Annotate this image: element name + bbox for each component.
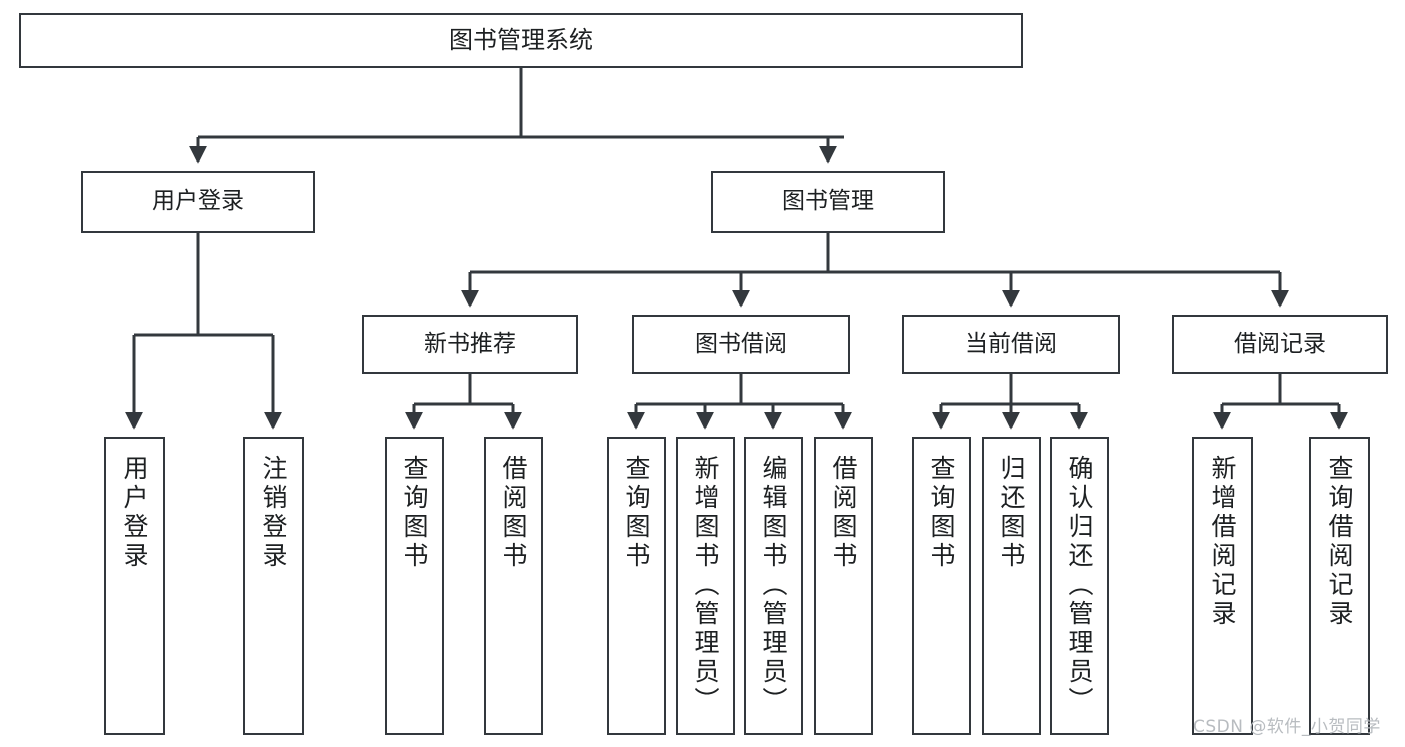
node-leaf-borrow-book-new[interactable]: 借阅图书 (484, 437, 543, 735)
node-leaf-user-login[interactable]: 用户登录 (104, 437, 165, 735)
node-leaf-edit-book-admin[interactable]: 编辑图书（管理员） (744, 437, 803, 735)
node-user-login[interactable]: 用户登录 (81, 171, 315, 233)
node-new-book-recommend[interactable]: 新书推荐 (362, 315, 578, 374)
node-borrow-record-label: 借阅记录 (1234, 330, 1326, 357)
node-leaf-user-login-label: 用户登录 (120, 455, 149, 571)
node-leaf-return-book-label: 归还图书 (997, 455, 1026, 571)
node-root-system[interactable]: 图书管理系统 (19, 13, 1023, 68)
csdn-watermark: CSDN @软件_小贺同学 (1193, 717, 1381, 737)
node-leaf-borrow-book-new-label: 借阅图书 (499, 455, 528, 571)
node-book-management[interactable]: 图书管理 (711, 171, 945, 233)
node-book-borrow-label: 图书借阅 (695, 330, 787, 357)
node-user-login-label: 用户登录 (152, 188, 244, 215)
node-leaf-query-book-label: 查询图书 (622, 455, 651, 571)
node-leaf-query-borrow-record[interactable]: 查询借阅记录 (1309, 437, 1370, 735)
node-leaf-borrow-book-label: 借阅图书 (829, 455, 858, 571)
node-leaf-query-book-new[interactable]: 查询图书 (385, 437, 444, 735)
node-leaf-logout-label: 注销登录 (259, 455, 288, 571)
node-leaf-add-borrow-record[interactable]: 新增借阅记录 (1192, 437, 1253, 735)
node-leaf-confirm-return-admin-label: 确认归还（管理员） (1065, 455, 1094, 716)
node-leaf-query-book-current-label: 查询图书 (927, 455, 956, 571)
node-leaf-borrow-book[interactable]: 借阅图书 (814, 437, 873, 735)
node-leaf-query-borrow-record-label: 查询借阅记录 (1325, 455, 1354, 629)
node-leaf-add-book-admin[interactable]: 新增图书（管理员） (676, 437, 735, 735)
node-leaf-logout[interactable]: 注销登录 (243, 437, 304, 735)
node-new-book-recommend-label: 新书推荐 (424, 330, 516, 357)
node-leaf-confirm-return-admin[interactable]: 确认归还（管理员） (1050, 437, 1109, 735)
node-root-system-label: 图书管理系统 (449, 26, 593, 55)
node-current-borrow[interactable]: 当前借阅 (902, 315, 1120, 374)
node-leaf-query-book-new-label: 查询图书 (400, 455, 429, 571)
node-leaf-add-borrow-record-label: 新增借阅记录 (1208, 455, 1237, 629)
node-book-management-label: 图书管理 (782, 188, 874, 215)
node-leaf-edit-book-admin-label: 编辑图书（管理员） (759, 455, 788, 716)
node-borrow-record[interactable]: 借阅记录 (1172, 315, 1388, 374)
node-book-borrow[interactable]: 图书借阅 (632, 315, 850, 374)
node-leaf-query-book[interactable]: 查询图书 (607, 437, 666, 735)
node-leaf-return-book[interactable]: 归还图书 (982, 437, 1041, 735)
node-leaf-query-book-current[interactable]: 查询图书 (912, 437, 971, 735)
node-leaf-add-book-admin-label: 新增图书（管理员） (691, 455, 720, 716)
node-current-borrow-label: 当前借阅 (965, 330, 1057, 357)
